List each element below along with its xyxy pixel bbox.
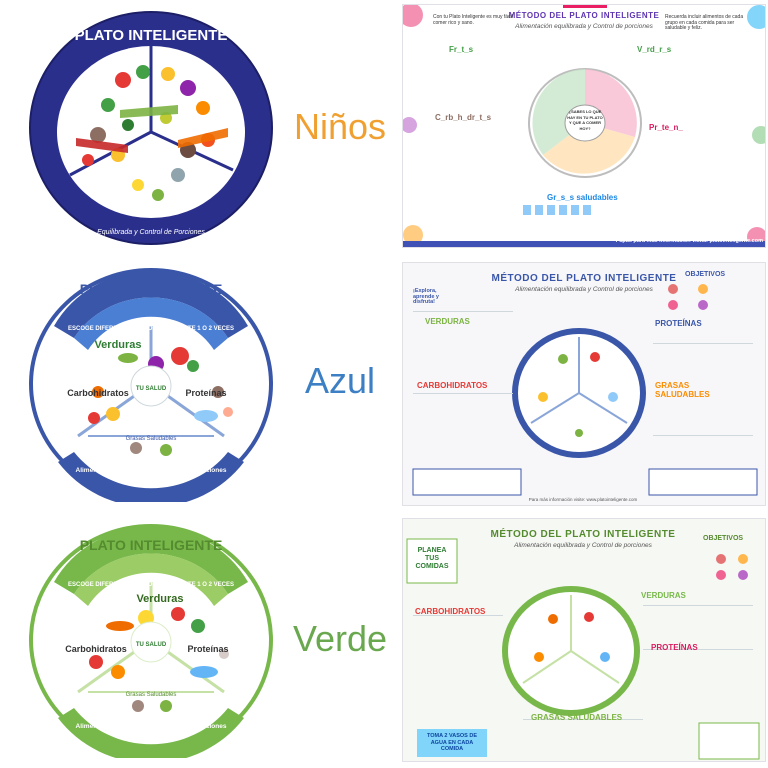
plate-verde-verduras: Verduras bbox=[136, 593, 183, 605]
sheet-ninos-footer: Papás para más información visita: plato… bbox=[615, 238, 763, 244]
row-ninos: PLATO INTELIGENTE Equilibrada y Control … bbox=[0, 0, 768, 256]
sheet-ninos-graphic bbox=[403, 5, 765, 247]
plate-azul-verduras: Verduras bbox=[94, 339, 141, 351]
sheet-azul[interactable]: MÉTODO DEL PLATO INTELIGENTE Alimentació… bbox=[402, 262, 766, 506]
plate-verde-carbohidratos: Carbohidratos bbox=[65, 644, 127, 654]
sheet-verde-sec-objetivos: OBJETIVOS bbox=[703, 535, 744, 542]
plate-ninos-graphic: PLATO INTELIGENTE Equilibrada y Control … bbox=[29, 11, 273, 245]
sheet-azul-sec-carbohidratos: CARBOHIDRATOS bbox=[417, 381, 488, 390]
plate-verde-footer: Alimentación Equilibrada y Control de Po… bbox=[76, 723, 227, 730]
plate-verde-logo: TU SALUD bbox=[136, 642, 167, 648]
sheet-azul-subtitle: Alimentación equilibrada y Control de po… bbox=[515, 286, 653, 293]
sheet-ninos-title: MÉTODO DEL PLATO INTELIGENTE bbox=[508, 11, 660, 20]
sheet-ninos[interactable]: MÉTODO DEL PLATO INTELIGENTE Alimentació… bbox=[402, 4, 766, 248]
sheet-ninos-intro-right: Recuerda incluir alimentos de cada grupo… bbox=[665, 14, 744, 31]
label-ninos: Niños bbox=[293, 106, 387, 147]
plate-verde-fats: Grasas Saludables bbox=[126, 692, 177, 698]
sheet-ninos-sec-carbohidratos: C_rb_h_dr_t_s bbox=[435, 113, 492, 122]
sheet-azul-footer: Para más información visite: www.platoin… bbox=[528, 497, 638, 502]
row-azul: PLATO INTELIGENTE ESCOGE DIFERENTES COLO… bbox=[0, 256, 768, 512]
label-azul: Azul bbox=[304, 360, 376, 401]
sheet-azul-title: MÉTODO DEL PLATO INTELIGENTE bbox=[491, 273, 677, 284]
sheet-azul-sec-proteinas: PROTEÍNAS bbox=[655, 319, 702, 328]
sheet-verde-title: MÉTODO DEL PLATO INTELIGENTE bbox=[490, 529, 676, 540]
plate-verde-graphic: PLATO INTELIGENTE ESCOGE DIFERENTES COLO… bbox=[29, 524, 273, 764]
plate-azul-top-band: ESCOGE DIFERENTES COLORES · SIRVETE 1 O … bbox=[68, 326, 234, 332]
sheet-ninos-intro-left: Con tu Plato Inteligente es muy fácil co… bbox=[433, 14, 513, 26]
sheet-verde-sec-proteinas: PROTEÍNAS bbox=[651, 643, 698, 652]
plate-verde-proteinas: Proteínas bbox=[187, 644, 228, 654]
sheet-verde-sec-grasas: GRASAS SALUDABLES bbox=[531, 713, 623, 722]
sheet-ninos-sec-proteinas: Pr_te_n_ bbox=[649, 123, 683, 132]
plate-azul-proteinas: Proteínas bbox=[185, 388, 226, 398]
plate-ninos[interactable]: PLATO INTELIGENTE Equilibrada y Control … bbox=[28, 10, 274, 246]
sheet-azul-sec-verduras: VERDURAS bbox=[425, 317, 470, 326]
sheet-azul-graphic bbox=[403, 263, 765, 505]
sheet-verde[interactable]: MÉTODO DEL PLATO INTELIGENTE Alimentació… bbox=[402, 518, 766, 762]
plate-ninos-footer: Equilibrada y Control de Porciones bbox=[97, 229, 205, 236]
plate-azul-fats: Grasas Saludables bbox=[126, 436, 177, 442]
sheet-verde-graphic bbox=[403, 519, 765, 761]
sheet-verde-sec-verduras: VERDURAS bbox=[641, 591, 686, 600]
plate-verde-title: PLATO INTELIGENTE bbox=[80, 537, 223, 553]
sheet-verde-sec-carbohidratos: CARBOHIDRATOS bbox=[415, 607, 486, 616]
sheet-ninos-sec-frutas: Fr_t_s bbox=[449, 45, 474, 54]
sheet-verde-subtitle: Alimentación equilibrada y Control de po… bbox=[514, 542, 652, 549]
row-verde: PLATO INTELIGENTE ESCOGE DIFERENTES COLO… bbox=[0, 512, 768, 768]
sheet-ninos-sec-grasas: Gr_s_s saludables bbox=[547, 193, 618, 202]
plate-azul-logo: TU SALUD bbox=[136, 386, 167, 392]
plate-azul[interactable]: PLATO INTELIGENTE ESCOGE DIFERENTES COLO… bbox=[28, 266, 274, 508]
plate-azul-title: PLATO INTELIGENTE bbox=[80, 281, 223, 297]
plate-verde[interactable]: PLATO INTELIGENTE ESCOGE DIFERENTES COLO… bbox=[28, 522, 274, 764]
sheet-ninos-sec-verduras: V_rd_r_s bbox=[637, 45, 672, 54]
label-verde: Verde bbox=[292, 618, 388, 659]
plate-azul-graphic: PLATO INTELIGENTE ESCOGE DIFERENTES COLO… bbox=[29, 268, 273, 508]
sheet-ninos-center-text: ¿SABES LO QUE HAY EN TU PLATO Y QUE A CO… bbox=[567, 109, 603, 131]
sheet-verde-intro: PLANEA TUS COMIDAS bbox=[415, 547, 449, 570]
plate-ninos-title: PLATO INTELIGENTE bbox=[75, 27, 228, 44]
sheet-verde-water: TOMA 2 VASOS DE AGUA EN CADA COMIDA bbox=[426, 733, 478, 752]
sheet-ninos-subtitle: Alimentación equilibrada y Control de po… bbox=[515, 23, 653, 30]
sheet-azul-sec-grasas: GRASAS SALUDABLES bbox=[655, 381, 710, 399]
plate-azul-carbohidratos: Carbohidratos bbox=[67, 388, 129, 398]
plate-azul-footer: Alimentación Equilibrada y Control de Po… bbox=[76, 467, 227, 474]
plate-verde-top-band: ESCOGE DIFERENTES COLORES · SIRVETE 1 O … bbox=[68, 582, 234, 588]
sheet-azul-sec-objetivos: OBJETIVOS bbox=[685, 271, 726, 278]
sheet-azul-intro: ¡Explora, aprende y disfruta! bbox=[413, 288, 439, 305]
